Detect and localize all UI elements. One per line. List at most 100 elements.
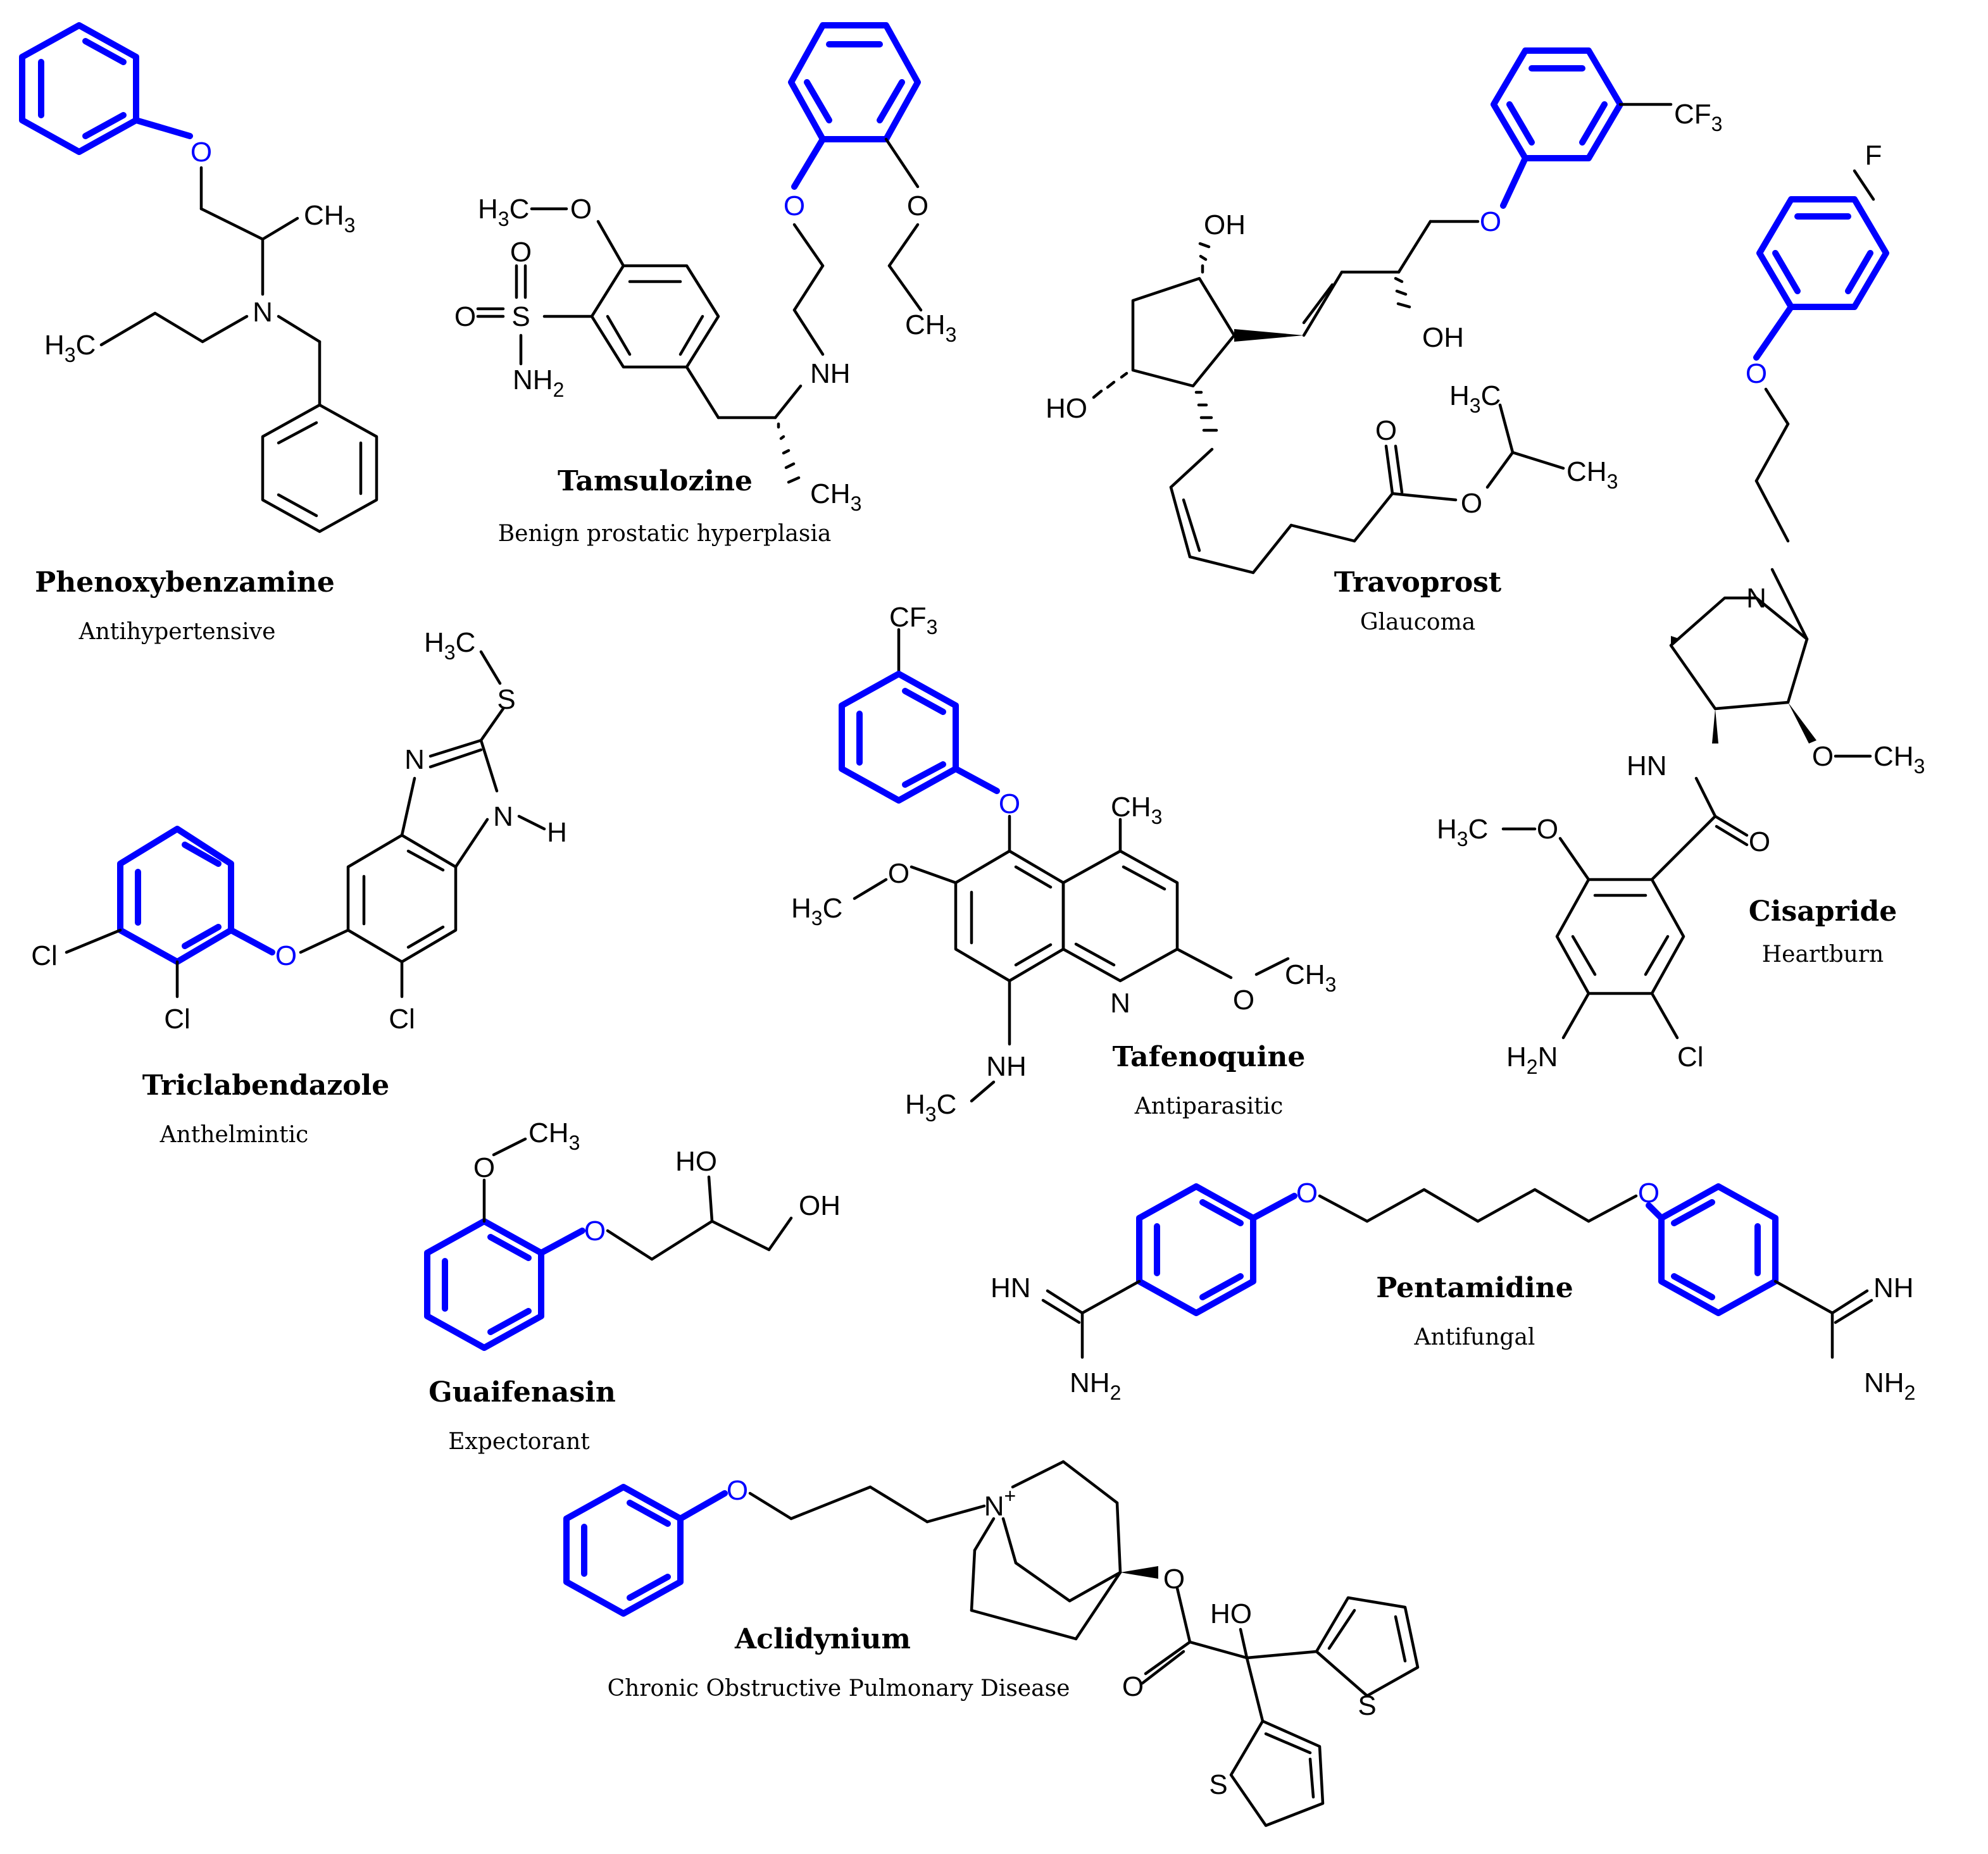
atom-o: O [584,1216,606,1247]
atom-oh: OH [1204,209,1246,240]
tafenoquine-structure: CF3 O CH3 O H3C N O CH3 NH H3C Tafenoqui… [791,602,1336,1126]
atom-o: O [1746,358,1767,389]
atom-s: S [497,684,515,715]
atom-cf3: CF3 [1674,99,1722,135]
atom-oh: OH [1422,322,1464,353]
atom-cl: Cl [164,1004,191,1035]
atom-o: O [1638,1178,1660,1209]
atom-o: O [907,190,928,221]
drug-use-phenoxybenzamine: Antihypertensive [78,619,276,645]
atom-ch3: CH3 [905,309,956,346]
drug-name-tafenoquine: Tafenoquine [1113,1041,1306,1073]
quinoline-pyridine-ring [1061,849,1179,983]
tamsulozine-structure: O O CH3 NH CH3 O H3C S O O NH2 Tamsulozi… [454,22,956,547]
drug-use-triclabendazole: Anthelmintic [159,1122,309,1148]
atom-h3c: H3C [424,627,475,664]
atom-o: O [1296,1178,1318,1209]
atom-h3c: H3C [44,330,96,366]
aclidynium-structure: O N+ O O HO S S Aclidynium Chronic Obstr… [563,1460,1420,1827]
atom-o: O [999,788,1020,819]
phenoxy-ring [19,22,139,155]
cyclopentane-ring [1131,277,1236,388]
atom-o: O [454,301,476,332]
pentamidine-structure: O O HN NH2 NH NH2 Pentamidine Antifungal [991,1178,1915,1404]
atom-n: N [1110,988,1130,1019]
atom-o: O [1163,1564,1185,1595]
atom-n: N [1746,583,1766,614]
benzyl-ring [261,403,378,533]
atom-ch3: CH3 [528,1117,580,1154]
atom-h3c: H3C [478,194,529,230]
atom-h3c: H3C [791,893,842,930]
atom-o: O [1537,814,1558,845]
atom-n: N [493,801,513,832]
atom-h3c: H3C [1437,814,1488,850]
drug-use-tafenoquine: Antiparasitic [1134,1093,1283,1119]
atom-ch3: CH3 [810,478,861,515]
trifluoromethylphenoxy-ring [1491,47,1623,161]
atom-o: O [1812,741,1834,772]
atom-o: O [1375,415,1397,446]
atom-nh: NH [810,358,851,389]
atom-o: O [727,1475,748,1506]
atom-n: N [253,297,273,328]
drug-name-pentamidine: Pentamidine [1376,1272,1573,1304]
atom-ch3: CH3 [1111,792,1162,828]
drug-use-tamsulozine: Benign prostatic hyperplasia [498,521,832,547]
atom-h3c: H3C [905,1089,956,1126]
atom-hn: HN [991,1272,1031,1303]
atom-cl: Cl [31,940,58,971]
triclabendazole-structure: Cl Cl O Cl N N H S H3C Triclabendazole A… [31,627,567,1148]
atom-cl: Cl [1677,1042,1704,1073]
atom-o: O [510,237,532,268]
drug-name-phenoxybenzamine: Phenoxybenzamine [35,566,335,599]
cisapride-structure: F O N HN O CH3 O O H3C H2N Cl Cisapride … [1437,140,1925,1078]
drug-name-travoprost: Travoprost [1334,566,1502,599]
piperidine-ring [1669,596,1809,711]
drug-use-aclidynium: Chronic Obstructive Pulmonary Disease [608,1676,1070,1702]
drug-use-cisapride: Heartburn [1762,942,1884,967]
atom-ho: HO [1046,393,1087,424]
drug-name-cisapride: Cisapride [1749,895,1897,928]
drug-name-aclidynium: Aclidynium [734,1623,911,1655]
atom-s: S [1358,1690,1376,1721]
atom-nh: NH [986,1051,1027,1082]
drug-name-tamsulozine: Tamsulozine [558,465,753,497]
atom-cf3: CF3 [889,602,937,638]
atom-o: O [473,1152,495,1183]
phenoxybenzamine-structure: O N CH3 H3C Phenoxybenzamine Antihyperte… [19,22,378,645]
atom-ho: HO [1210,1598,1252,1629]
atom-o: O [1480,206,1501,237]
atom-o: O [1122,1671,1144,1702]
atom-s: S [1209,1769,1227,1800]
atom-o: O [1749,826,1770,857]
guaifenasin-structure: O CH3 O HO OH Guaifenasin Expectorant [424,1117,841,1455]
atom-o: O [1461,488,1482,519]
atom-h2n: H2N [1506,1042,1558,1078]
drug-use-guaifenasin: Expectorant [448,1429,590,1455]
atom-nh2: NH2 [1864,1367,1915,1404]
atom-o: O [275,940,297,971]
atom-o: O [570,194,592,225]
atom-nh: NH [1873,1272,1914,1303]
atom-ch3: CH3 [1285,959,1336,996]
atom-oh: OH [799,1190,841,1221]
atom-o: O [191,137,212,168]
atom-o: O [1233,985,1254,1016]
atom-nh2: NH2 [1070,1367,1121,1404]
atom-h: H [547,817,567,848]
atom-h3c: H3C [1449,380,1501,417]
atom-n: N [404,744,425,775]
atom-o: O [888,858,910,889]
drug-use-pentamidine: Antifungal [1414,1324,1535,1350]
atom-nh2: NH2 [513,364,564,401]
atom-ch3: CH3 [1873,741,1925,778]
travoprost-structure: CF3 O OH OH HO O O H3C CH3 Travoprost Gl… [1046,47,1722,635]
drug-use-travoprost: Glaucoma [1360,609,1475,635]
atom-ch3: CH3 [1566,456,1618,493]
drug-name-guaifenasin: Guaifenasin [428,1376,616,1409]
atom-hn: HN [1627,750,1667,781]
atom-s: S [511,301,530,332]
lower-thiophene-ring [1229,1719,1325,1827]
